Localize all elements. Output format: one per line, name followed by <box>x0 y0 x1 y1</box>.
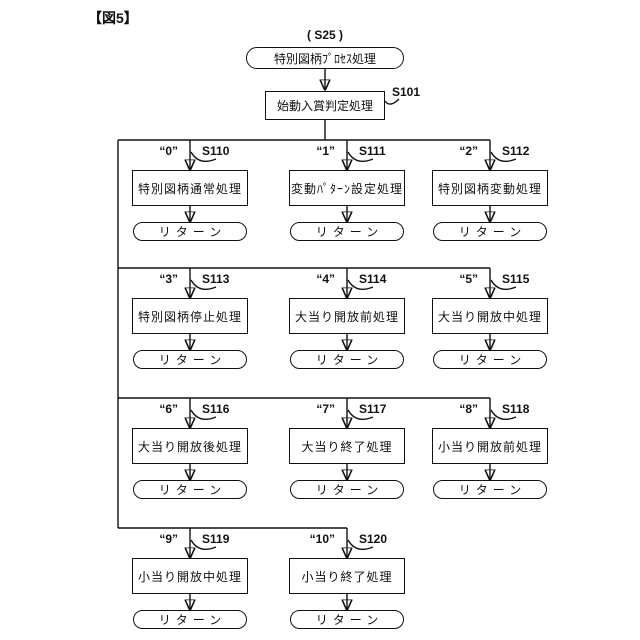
branch-connectors <box>190 140 517 609</box>
process-box: 変動ﾊﾟﾀｰﾝ設定処理 <box>289 170 405 206</box>
return-box: リターン <box>290 610 404 629</box>
process-box: 大当り開放後処理 <box>132 428 248 464</box>
return-box: リターン <box>290 480 404 499</box>
step-label: S115 <box>502 272 530 286</box>
judge-node: 始動入賞判定処理 <box>265 91 385 120</box>
step-label: S110 <box>202 144 230 158</box>
return-box: リターン <box>433 480 547 499</box>
step-label: S111 <box>359 144 386 158</box>
entry-node: 特別図柄ﾌﾟﾛｾｽ処理 <box>246 47 404 69</box>
case-label: “10” <box>309 532 335 546</box>
return-box: リターン <box>133 480 247 499</box>
case-label: “5” <box>459 272 478 286</box>
case-label: “3” <box>159 272 178 286</box>
step-label: S117 <box>359 402 387 416</box>
return-box: リターン <box>133 222 247 241</box>
return-box: リターン <box>433 350 547 369</box>
step-label: S118 <box>502 402 530 416</box>
process-box: 小当り終了処理 <box>289 558 405 594</box>
process-box: 特別図柄通常処理 <box>132 170 248 206</box>
step-label: S119 <box>202 532 230 546</box>
case-label: “8” <box>459 402 478 416</box>
case-label: “1” <box>316 144 335 158</box>
return-box: リターン <box>290 222 404 241</box>
process-box: 大当り開放前処理 <box>289 298 405 334</box>
case-label: “9” <box>159 532 178 546</box>
process-box: 特別図柄変動処理 <box>432 170 548 206</box>
case-label: “7” <box>316 402 335 416</box>
return-box: リターン <box>290 350 404 369</box>
process-box: 小当り開放前処理 <box>432 428 548 464</box>
step-label: S112 <box>502 144 530 158</box>
case-label: “0” <box>159 144 178 158</box>
case-label: “2” <box>459 144 478 158</box>
step-label: S116 <box>202 402 230 416</box>
entry-step-ref: ( S25 ) <box>306 28 343 42</box>
return-box: リターン <box>133 350 247 369</box>
return-box: リターン <box>133 610 247 629</box>
step-label: S120 <box>359 532 388 546</box>
figure-label: 【図5】 <box>88 10 138 26</box>
case-label: “4” <box>316 272 335 286</box>
case-label: “6” <box>159 402 178 416</box>
judge-step-label: S101 <box>392 85 421 99</box>
process-box: 大当り開放中処理 <box>432 298 548 334</box>
process-box: 大当り終了処理 <box>289 428 405 464</box>
step-label: S113 <box>202 272 230 286</box>
return-box: リターン <box>433 222 547 241</box>
process-box: 小当り開放中処理 <box>132 558 248 594</box>
step-label: S114 <box>359 272 387 286</box>
process-box: 特別図柄停止処理 <box>132 298 248 334</box>
